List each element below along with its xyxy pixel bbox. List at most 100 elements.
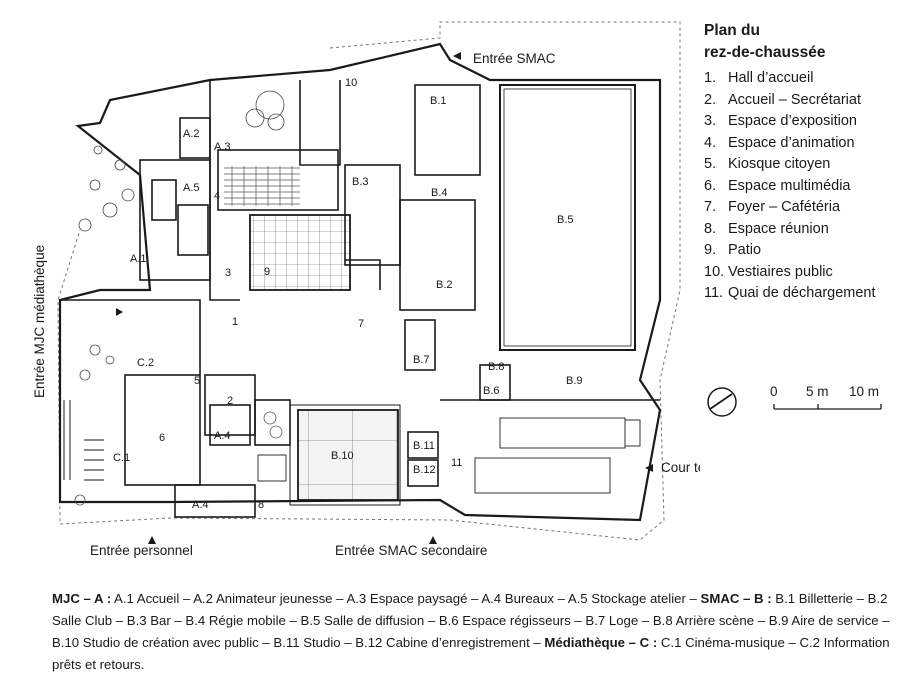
legend-item: 5. Kiosque citoyen [704,154,894,176]
legend-item: 11.Quai de déchargement [704,283,894,305]
legend-item: 3. Espace d’exposition [704,111,894,133]
legend-text: Hall d’accueil [728,70,814,86]
room-b3: B.3 [352,176,369,188]
scale-max: 10 m [849,384,879,399]
legend-title-line1: Plan du [704,22,760,39]
studio-frame [289,404,401,506]
room-b2: B.2 [436,279,453,291]
legend-item: 9.Patio [704,240,894,262]
room-6: 6 [159,432,165,444]
legend-title: Plan du rez-de-chaussée [704,20,894,64]
legend-text: Espace d’exposition [728,113,857,129]
legend-item: 10.Vestiaires public [704,262,894,284]
reading-furniture [74,344,283,506]
diffusion-hall-inner [503,88,632,347]
legend-num: 10. [704,263,725,280]
studio-b10 [297,409,399,501]
entrance-cour-technique: Cour technique [661,460,700,475]
room-3: 3 [225,267,231,279]
room-11: 11 [451,457,462,469]
room-b8: B.8 [488,361,505,373]
legend-text: Kiosque citoyen [728,156,831,172]
room-c1: C.1 [113,452,130,464]
legend-text: Espace réunion [728,220,829,237]
legend-item: 6. Espace multimédia [704,176,894,198]
legend-num: 8. [704,220,717,237]
caption-mediatheque-text: C.1 Cinéma-musique – C.2 Information prê… [52,635,890,672]
shelving [63,400,104,481]
entrance-smac-secondaire: Entrée SMAC secondaire [335,543,487,558]
patio-grid [249,214,351,291]
caption-smac-heading: SMAC – B : [700,591,772,606]
north-arrow-icon [707,387,737,417]
loading-dock [474,417,641,494]
site-boundary [57,21,681,541]
room-a2: A.2 [183,128,200,140]
mjc-zone-walls [139,80,341,301]
legend-text: Foyer – Cafétéria [728,199,841,215]
scale-bar: 0 5 m 10 m [770,384,882,410]
room-a3: A.3 [214,141,231,153]
landscape-area [78,90,285,232]
room-b4: B.4 [431,187,448,199]
legend-list: 1. Hall d’accueil 2. Accueil – Secrétariat… [704,68,894,305]
diffusion-hall [499,84,636,351]
legend-text: Espace d’animation [728,134,855,151]
legend-title-line2: rez-de-chaussée [704,44,826,61]
legend-num: 1. [704,70,717,86]
legend-num: 6. [704,177,717,194]
entrance-labels: Entrée SMAC Entrée MJC médiathèque Entré… [32,51,700,558]
caption-mediatheque-heading: Médiathèque – C : [544,635,658,650]
room-b5: B.5 [557,214,574,226]
building-outline [58,42,662,522]
legend-text: Quai de déchargement [728,285,876,301]
scale-mid: 5 m [806,384,829,399]
legend-num: 9. [704,242,717,258]
legend-text: Espace multimédia [728,177,851,194]
legend-item: 2. Accueil – Secrétariat [704,90,894,112]
legend-item: 7.Foyer – Cafétéria [704,197,894,219]
legend: Plan du rez-de-chaussée 1. Hall d’accueil… [704,20,894,305]
room-a4-upper: A.4 [214,430,231,442]
legend-item: 1. Hall d’accueil [704,68,894,90]
legend-text: Accueil – Secrétariat [728,91,861,108]
legend-num: 5. [704,156,717,172]
room-labels: A.1 A.2 A.3 A.4 A.4 A.5 B.1 B.2 B.3 B.4 … [113,77,583,511]
caption-mjc-text: A.1 Accueil – A.2 Animateur jeunesse – A… [111,591,701,606]
room-b6: B.6 [483,385,500,397]
entrance-personnel: Entrée personnel [90,543,193,558]
room-2: 2 [227,395,233,407]
studio-cells [407,431,439,487]
room-1: 1 [232,316,238,328]
legend-num: 3. [704,113,717,129]
entrance-mjc-mediatheque: Entrée MJC médiathèque [32,245,47,398]
room-5: 5 [194,375,200,387]
room-b12: B.12 [413,464,436,476]
room-a4-lower: A.4 [192,499,209,511]
legend-item: 4. Espace d’animation [704,133,894,155]
room-b11: B.11 [413,440,435,452]
room-a1: A.1 [130,253,147,265]
room-7: 7 [358,318,364,330]
legend-text: Vestiaires public [728,263,833,280]
caption: MJC – A : A.1 Accueil – A.2 Animateur je… [52,588,892,676]
room-c2: C.2 [137,357,154,369]
caption-mjc-heading: MJC – A : [52,591,112,606]
room-10: 10 [345,77,357,89]
room-b9: B.9 [566,375,583,387]
entrance-smac: Entrée SMAC [473,51,556,66]
seating-rows [224,166,300,206]
legend-num: 4. [704,134,717,151]
legend-num: 11. [704,285,724,301]
room-b7: B.7 [413,354,430,366]
room-4: 4 [214,190,220,202]
entry-arrows [116,52,653,544]
room-b10: B.10 [331,450,354,462]
room-b1: B.1 [430,95,447,107]
legend-item: 8. Espace réunion [704,219,894,241]
mediatheque-zone [60,299,291,518]
room-8: 8 [258,499,264,511]
caption-smac-text: B.1 Billetterie – B.2 Salle Club – B.3 B… [52,591,890,650]
room-9: 9 [264,266,270,278]
legend-num: 2. [704,91,717,108]
